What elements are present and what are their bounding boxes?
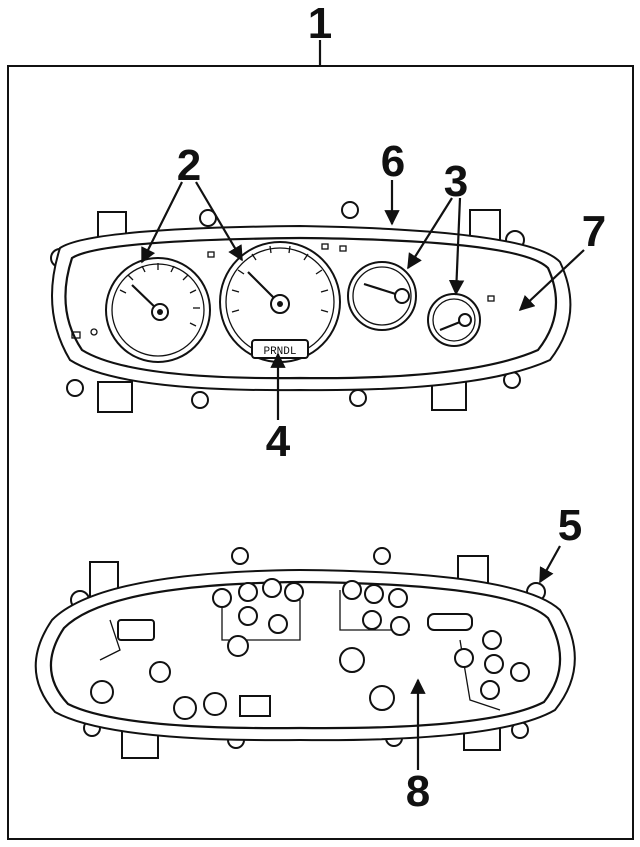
odometer-display-text: PRNDL	[263, 346, 296, 358]
tachometer-gauge	[105, 257, 211, 363]
front-cluster: PRNDL	[50, 201, 572, 413]
temperature-gauge	[427, 293, 481, 347]
odometer-display: PRNDL	[251, 339, 309, 359]
rear-cluster	[34, 547, 576, 759]
bottom-leaders	[410, 545, 561, 770]
callout-4: 4	[266, 417, 291, 466]
bulb-sockets	[90, 578, 530, 720]
callout-7: 7	[582, 207, 606, 256]
connectors	[117, 613, 473, 717]
callout-8: 8	[406, 767, 430, 816]
speedometer-gauge	[219, 241, 341, 363]
callout-3: 3	[444, 157, 468, 206]
top-leaders	[141, 180, 585, 420]
callout-2: 2	[177, 141, 201, 190]
fuel-gauge	[347, 261, 417, 331]
callout-6: 6	[381, 137, 405, 186]
callout-5: 5	[558, 501, 582, 550]
rear-housing-outer	[34, 568, 576, 742]
indicator-lamps	[71, 243, 495, 339]
front-bezel-inner	[64, 236, 558, 380]
rear-housing-inner	[49, 580, 562, 730]
callout-1: 1	[308, 0, 332, 48]
